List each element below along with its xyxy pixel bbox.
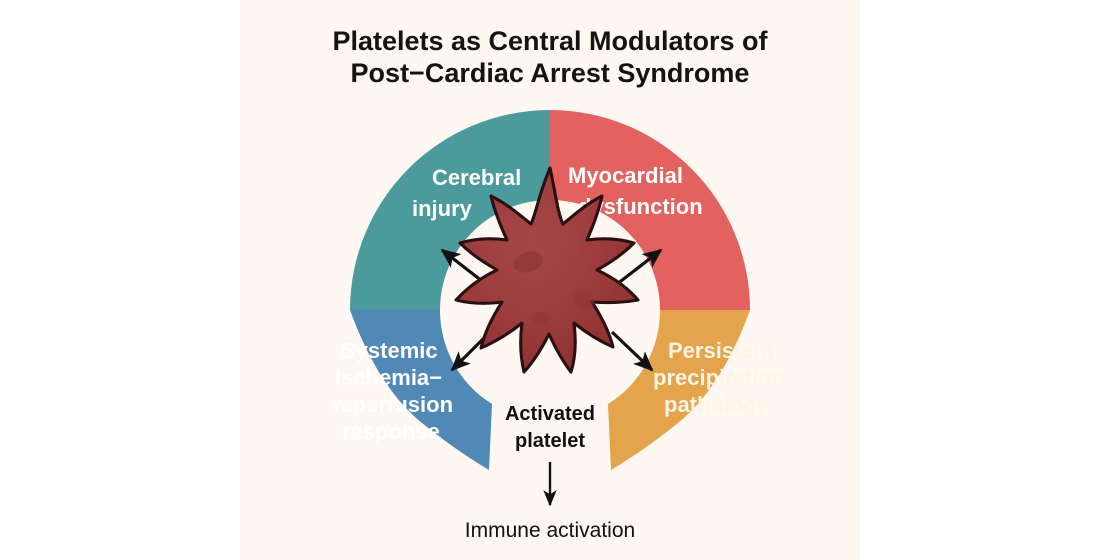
label-systemic-ischemia-reperfusion-response: Systemic ischemia− reperfusion response <box>332 338 453 444</box>
sector-myocardial-dysfunction[interactable] <box>550 110 750 310</box>
persistent-line-3: pathology <box>664 392 770 417</box>
systemic-line-4: response <box>342 419 440 444</box>
platelet-granule-3 <box>531 312 549 324</box>
center-label: Activated platelet <box>505 403 595 452</box>
label-persistent-precipitation-pathology: Persistent precipitation pathology <box>653 338 785 417</box>
platelet-pcas-diagram: Platelets as Central Modulators of Post−… <box>332 26 785 542</box>
systemic-line-2: ischemia− <box>335 365 442 390</box>
ring-sectors <box>350 110 750 470</box>
sector-persistent-precipitation-pathology[interactable] <box>608 310 750 470</box>
persistent-line-2: precipitation <box>653 365 785 390</box>
persistent-line-1: Persistent <box>668 338 775 363</box>
systemic-line-3: reperfusion <box>332 392 453 417</box>
systemic-line-1: Systemic <box>341 338 438 363</box>
platelet-body <box>454 166 640 374</box>
figure-title: Platelets as Central Modulators of Post−… <box>332 26 768 88</box>
arrow-to-persistent-precipitation <box>610 330 654 372</box>
footer-outflow: Immune activation <box>465 462 635 542</box>
activated-platelet-graphic[interactable] <box>454 166 640 374</box>
platelet-granule-1 <box>513 251 543 273</box>
center-label-line-2: platelet <box>515 430 585 452</box>
sector-cerebral-injury[interactable] <box>350 110 550 310</box>
title-line-1: Platelets as Central Modulators of <box>332 26 768 56</box>
platelet-granule-2 <box>573 291 595 309</box>
immune-activation-label: Immune activation <box>465 519 635 542</box>
figure-canvas: Platelets as Central Modulators of Post−… <box>240 0 860 560</box>
center-label-line-1: Activated <box>505 403 595 425</box>
myocardial-dysfunction-line-1: Myocardial <box>568 163 683 188</box>
sector-systemic-ischemia-reperfusion-response[interactable] <box>350 310 492 470</box>
label-cerebral-injury: Cerebral injury <box>412 165 521 221</box>
cerebral-injury-line-2: injury <box>412 196 473 221</box>
title-line-2: Post−Cardiac Arrest Syndrome <box>351 58 750 88</box>
cerebral-injury-line-1: Cerebral <box>432 165 521 190</box>
